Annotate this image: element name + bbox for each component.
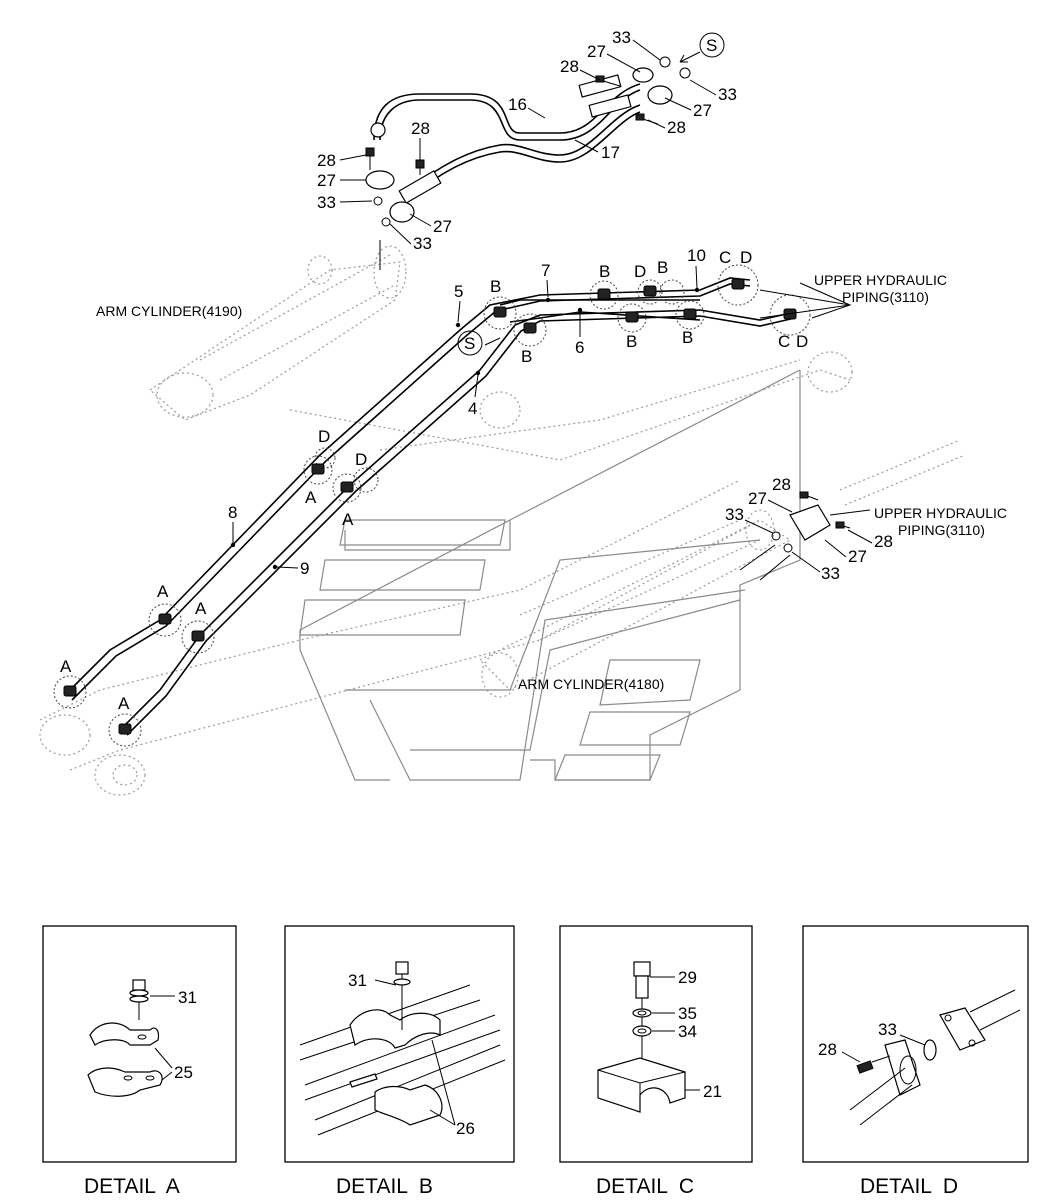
callout-d: D xyxy=(740,248,752,267)
callout-33: 33 xyxy=(317,193,336,212)
callout-s-mid: S xyxy=(464,334,475,353)
detail-a-panel: 31 26 25 xyxy=(42,925,237,1163)
callout-d: D xyxy=(355,450,367,469)
callout-s-top: S xyxy=(706,36,717,55)
detail-d-caption: DETAIL D xyxy=(860,1175,958,1198)
detail-c-label-35: 35 xyxy=(678,1004,697,1023)
callout-27: 27 xyxy=(748,489,767,508)
note-upper-piping: PIPING(3110) xyxy=(898,522,985,538)
note-arm-cylinder-4180: ARM CYLINDER(4180) xyxy=(518,676,664,692)
callout-33: 33 xyxy=(718,85,737,104)
callout-33: 33 xyxy=(612,28,631,47)
callout-a: A xyxy=(157,582,169,601)
detail-a-caption: DETAIL A xyxy=(84,1175,180,1198)
callout-9: 9 xyxy=(300,559,309,578)
callout-27: 27 xyxy=(848,547,867,566)
callout-c: C xyxy=(778,332,790,351)
callout-28: 28 xyxy=(317,151,336,170)
detail-c-label-29: 29 xyxy=(678,968,697,987)
callout-7: 7 xyxy=(541,261,550,280)
callout-a: A xyxy=(305,488,317,507)
detail-b-label-26: 26 xyxy=(456,1119,475,1138)
callout-28: 28 xyxy=(560,57,579,76)
callout-33: 33 xyxy=(821,564,840,583)
callout-d: D xyxy=(796,332,808,351)
ghost-arm-structure xyxy=(39,245,966,796)
callout-a: A xyxy=(195,599,207,618)
callout-27: 27 xyxy=(587,42,606,61)
note-upper-piping: PIPING(3110) xyxy=(842,289,929,305)
callout-d: D xyxy=(318,427,330,446)
callout-27: 27 xyxy=(433,217,452,236)
callout-10: 10 xyxy=(687,246,706,265)
detail-d-label-33: 33 xyxy=(878,1020,897,1039)
detail-a-label-31: 31 xyxy=(178,988,197,1007)
callout-8: 8 xyxy=(228,503,237,522)
callout-b: B xyxy=(657,258,668,277)
detail-b-label-31: 31 xyxy=(348,971,367,990)
callout-labels: 33 27 S 28 33 16 27 28 17 28 28 27 33 27… xyxy=(60,28,893,713)
detail-b-caption: DETAIL B xyxy=(336,1175,433,1198)
callout-28: 28 xyxy=(667,118,686,137)
detail-c-label-34: 34 xyxy=(678,1022,697,1041)
detail-a-label-25: 25 xyxy=(174,1063,193,1082)
detail-b-panel: 31 26 xyxy=(284,925,515,1163)
detail-c-panel: 29 35 34 21 xyxy=(559,925,753,1163)
callout-27: 27 xyxy=(693,101,712,120)
hose-assembly-16-17 xyxy=(365,51,701,270)
arm-pipes xyxy=(64,277,796,736)
callout-b: B xyxy=(626,332,637,351)
detail-c-caption: DETAIL C xyxy=(596,1175,694,1198)
callout-27: 27 xyxy=(317,171,336,190)
callout-16: 16 xyxy=(508,95,527,114)
callout-d: D xyxy=(634,262,646,281)
callout-b: B xyxy=(599,262,610,281)
callout-28: 28 xyxy=(772,475,791,494)
lower-flange-group xyxy=(484,282,871,581)
callout-a: A xyxy=(60,657,72,676)
callout-33: 33 xyxy=(413,234,432,253)
callout-b: B xyxy=(490,277,501,296)
callout-4: 4 xyxy=(468,399,477,418)
callout-c: C xyxy=(719,248,731,267)
note-arm-cylinder-4190: ARM CYLINDER(4190) xyxy=(96,303,242,319)
note-upper-piping: UPPER HYDRAULIC xyxy=(814,272,947,288)
callout-a: A xyxy=(118,694,130,713)
detail-c-label-21: 21 xyxy=(703,1082,722,1101)
detail-d-label-28: 28 xyxy=(818,1040,837,1059)
detail-circles xyxy=(53,264,811,747)
callout-28: 28 xyxy=(411,119,430,138)
callout-17: 17 xyxy=(601,143,620,162)
callout-a: A xyxy=(342,510,354,529)
note-upper-piping: UPPER HYDRAULIC xyxy=(874,505,1007,521)
callout-33: 33 xyxy=(725,505,744,524)
callout-b: B xyxy=(682,328,693,347)
callout-5: 5 xyxy=(454,282,463,301)
callout-6: 6 xyxy=(575,338,584,357)
detail-d-panel: 28 33 xyxy=(802,925,1029,1163)
callout-b: B xyxy=(521,347,532,366)
component-notes: ARM CYLINDER(4190) ARM CYLINDER(4180) UP… xyxy=(96,272,1007,692)
callout-28: 28 xyxy=(874,532,893,551)
